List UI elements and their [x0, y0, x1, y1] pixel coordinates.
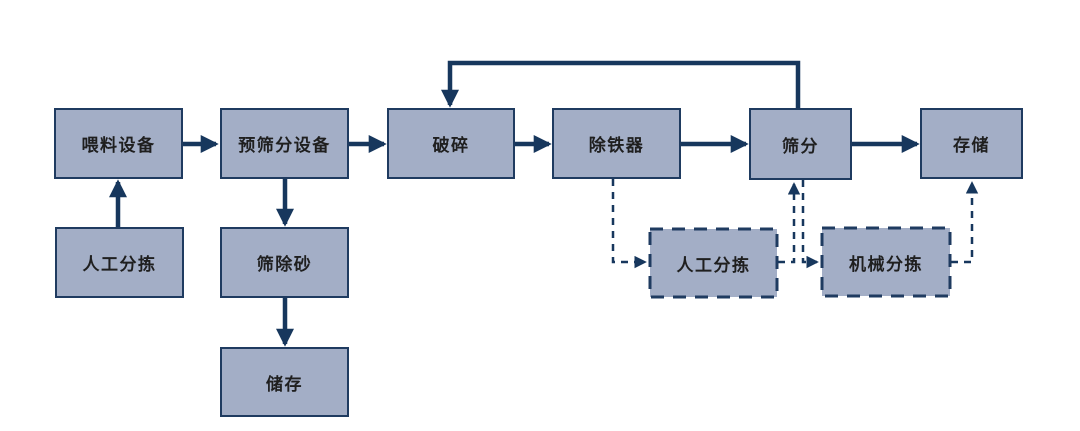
node-feeding-equipment: 喂料设备	[54, 108, 183, 179]
node-mechanical-sorting-box	[820, 226, 952, 298]
label-crushing: 破碎	[432, 136, 470, 155]
edge-screening-to-mechanical-sorting	[801, 180, 819, 269]
label-screening: 筛分	[782, 136, 819, 156]
label-prescreening-equipment: 预筛分设备	[238, 136, 331, 155]
label-feeding-equipment: 喂料设备	[81, 136, 156, 155]
edge-mechanical-sorting-to-storage	[951, 181, 979, 264]
node-manual-sorting-right: 人工分拣	[649, 228, 778, 298]
label-sand-screening: 筛除砂	[256, 255, 313, 274]
node-crushing: 破碎	[387, 108, 515, 179]
edge-manual-sorting-right-to-screening	[778, 182, 801, 264]
node-manual-sorting-right-box	[648, 227, 779, 299]
node-screening: 筛分	[749, 108, 852, 180]
node-sand-screening: 筛除砂	[220, 227, 349, 298]
label-mechanical-sorting: 机械分拣	[849, 254, 923, 274]
label-manual-sorting-left: 人工分拣	[82, 255, 157, 274]
node-storage: 存储	[920, 108, 1023, 179]
edge-screening-to-crushing-feedback	[441, 60, 801, 108]
label-store: 储存	[266, 374, 303, 394]
edge-iron-remover-to-manual-sorting-right	[611, 179, 647, 269]
node-prescreening-equipment: 预筛分设备	[220, 108, 349, 179]
node-manual-sorting-left: 人工分拣	[55, 227, 184, 298]
node-mechanical-sorting: 机械分拣	[821, 227, 951, 297]
node-iron-remover: 除铁器	[552, 108, 681, 179]
label-iron-remover: 除铁器	[588, 136, 645, 155]
node-store: 储存	[220, 347, 349, 417]
label-manual-sorting-right: 人工分拣	[676, 255, 751, 275]
label-storage: 存储	[953, 136, 990, 155]
